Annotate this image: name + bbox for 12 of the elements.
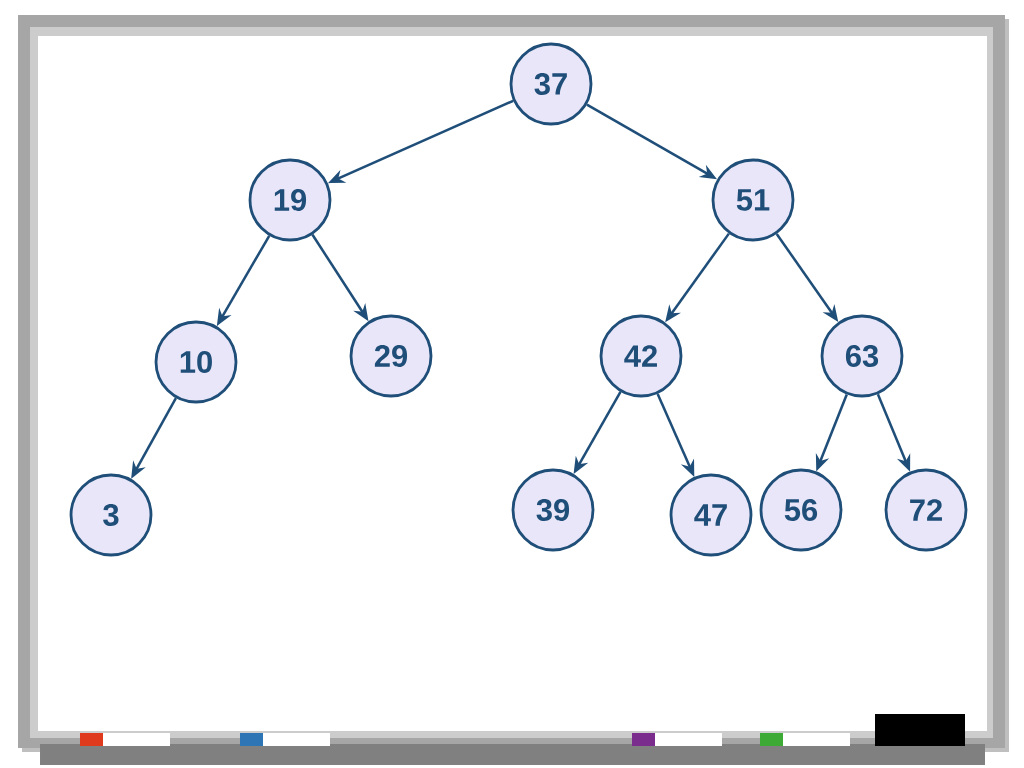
tree-node: 63 — [820, 314, 904, 398]
tree-node: 51 — [711, 158, 795, 242]
tree-node: 3 — [69, 473, 153, 557]
tree-node: 10 — [154, 320, 238, 404]
tree-node: 42 — [599, 314, 683, 398]
tree-node: 72 — [884, 468, 968, 552]
tree-node: 29 — [349, 314, 433, 398]
tree-node: 37 — [509, 42, 593, 126]
tree-node: 56 — [759, 468, 843, 552]
tree-node: 47 — [669, 473, 753, 557]
tree-node: 19 — [248, 158, 332, 242]
tree-node: 39 — [511, 468, 595, 552]
